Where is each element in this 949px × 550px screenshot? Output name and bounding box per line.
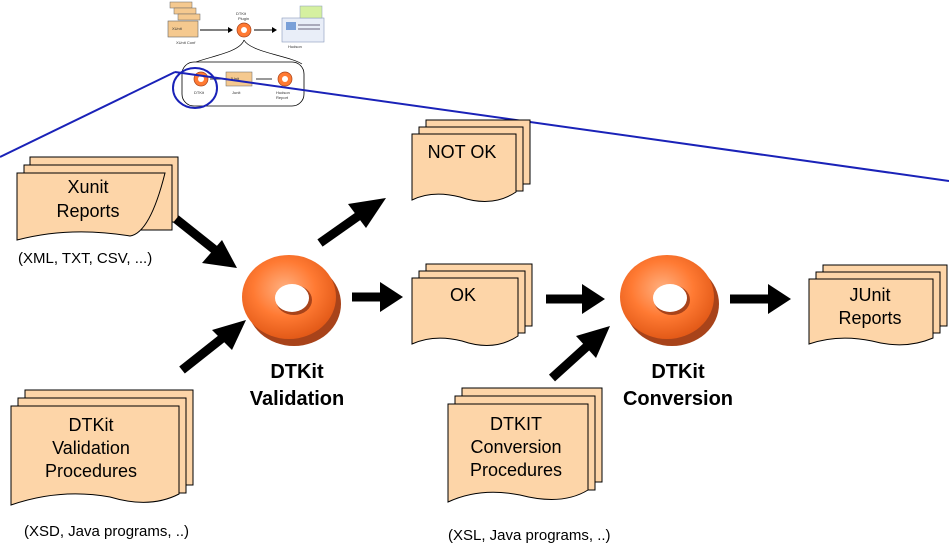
xunit-reports-line1: Xunit [67,177,108,197]
zoom-lines [0,71,949,182]
svg-text:Report: Report [276,95,289,100]
conversion-procedures-stack: DTKIT Conversion Procedures [447,387,603,503]
xunit-reports-line2: Reports [56,201,119,221]
svg-text:XUnit Conf: XUnit Conf [176,40,196,45]
validation-procedures-line1: DTKit [69,415,114,435]
ok-stack: OK [411,263,533,346]
junit-reports-line1: JUnit [849,285,890,305]
arrow-validation-to-ok-icon [352,282,403,312]
validation-label-line2: Validation [250,388,344,410]
conversion-label-line1: DTKit [651,361,705,383]
validation-procedures-line2: Validation [52,438,130,458]
validation-procedures-line3: Procedures [45,461,137,481]
arrow-procedures-to-validation-icon [179,320,246,374]
svg-text:XUnit: XUnit [172,26,183,31]
validation-formats-caption: (XSD, Java programs, ..) [24,523,189,540]
junit-reports-stack: JUnit Reports [808,264,948,346]
conversion-ring-icon [620,255,719,346]
conversion-procedures-line3: Procedures [470,460,562,480]
junit-reports-line2: Reports [838,308,901,328]
arrow-procedures-to-conversion-icon [548,326,610,382]
not-ok-stack: NOT OK [411,119,531,202]
validation-ring-icon [242,255,341,346]
svg-text:Junit: Junit [232,90,241,95]
xunit-formats-caption: (XML, TXT, CSV, ...) [18,250,152,267]
svg-text:Hudson: Hudson [276,90,290,95]
overview-thumbnail: XUnit XUnit Conf DTKit Plugin Hudson JUn… [167,1,325,109]
svg-text:Plugin: Plugin [238,16,249,21]
validation-label-line1: DTKit [270,361,324,383]
not-ok-label: NOT OK [428,142,497,162]
arrow-validation-to-notok-icon [317,198,386,247]
conversion-formats-caption: (XSL, Java programs, ..) [448,527,611,544]
conversion-procedures-line1: DTKIT [490,414,542,434]
svg-text:JUnit: JUnit [230,76,240,81]
arrow-conversion-to-junit-icon [730,284,791,314]
xunit-reports-stack: Xunit Reports [16,156,179,241]
conversion-procedures-line2: Conversion [470,437,561,457]
arrow-xunit-to-validation-icon [173,215,237,268]
svg-text:DTKit: DTKit [236,11,247,16]
conversion-label-line2: Conversion [623,388,733,410]
arrows [173,198,791,382]
arrow-ok-to-conversion-icon [546,284,605,314]
svg-text:Hudson: Hudson [288,44,302,49]
svg-text:DTKit: DTKit [194,90,205,95]
ok-label: OK [450,285,476,305]
validation-procedures-stack: DTKit Validation Procedures [10,389,194,506]
